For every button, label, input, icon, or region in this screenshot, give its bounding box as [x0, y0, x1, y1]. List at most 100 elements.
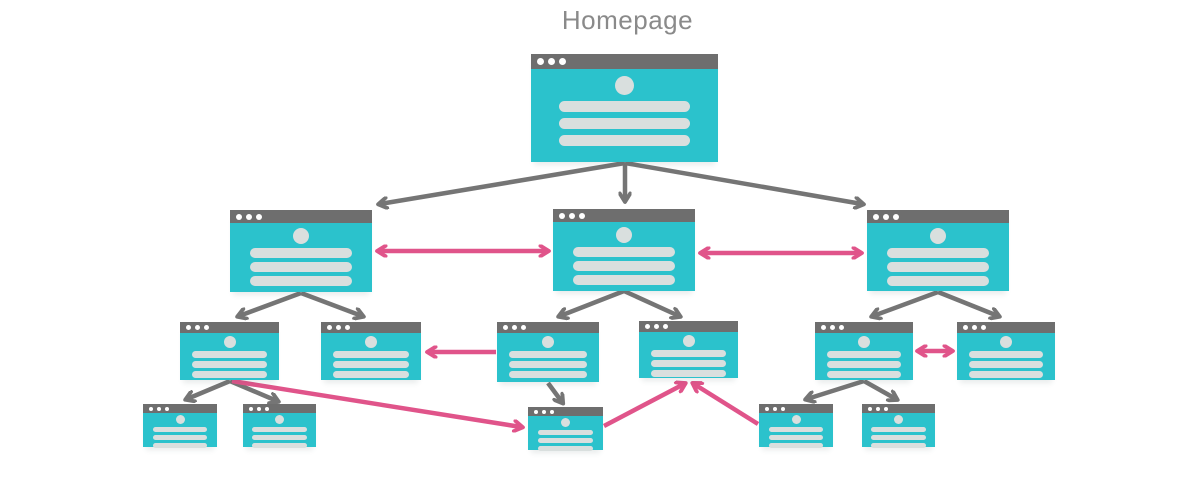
edge-page-a1-to-sub-a1-1 — [187, 378, 231, 399]
window-dot-icon — [654, 324, 659, 329]
page-content — [759, 415, 833, 448]
text-placeholder-line — [252, 427, 307, 432]
text-placeholder-line — [650, 360, 727, 367]
text-placeholder-line — [886, 276, 990, 286]
page-node-sub-a1-1 — [143, 404, 217, 448]
text-placeholder-line — [333, 351, 409, 358]
page-node-page-a2 — [321, 322, 421, 380]
avatar-circle-icon — [616, 227, 632, 243]
page-content — [862, 415, 935, 448]
window-dot-icon — [830, 325, 835, 330]
edge-page-c1-to-sub-c1-2 — [862, 379, 896, 399]
edge-homepage-to-sec-c — [624, 160, 862, 204]
text-placeholder-line — [509, 371, 587, 378]
text-placeholder-line — [509, 361, 587, 368]
page-node-sec-b — [553, 209, 695, 291]
avatar-circle-icon — [175, 415, 185, 424]
text-placeholder-line — [871, 435, 926, 440]
edge-sec-a-to-page-a2 — [300, 290, 362, 316]
avatar-circle-icon — [930, 228, 946, 244]
window-dot-icon — [876, 406, 880, 411]
page-node-page-b2 — [639, 321, 738, 378]
page-node-page-c2 — [957, 322, 1055, 380]
browser-titlebar — [497, 322, 599, 333]
text-placeholder-line — [249, 262, 353, 272]
text-placeholder-line — [537, 446, 594, 451]
window-dot-icon — [336, 325, 341, 330]
window-dot-icon — [256, 213, 262, 220]
avatar-circle-icon — [293, 228, 309, 244]
avatar-circle-icon — [858, 336, 870, 348]
text-placeholder-line — [152, 435, 208, 440]
edge-page-a1-to-sub-a1-2 — [229, 378, 277, 401]
text-placeholder-line — [886, 248, 990, 258]
page-node-page-b1 — [497, 322, 599, 382]
avatar-circle-icon — [275, 415, 284, 424]
browser-titlebar — [867, 210, 1009, 223]
text-placeholder-line — [871, 443, 926, 448]
page-node-sub-c1-1 — [759, 404, 833, 448]
window-dot-icon — [249, 406, 253, 411]
page-content — [528, 418, 603, 451]
window-dot-icon — [645, 324, 650, 329]
page-node-page-c1 — [815, 322, 913, 380]
text-placeholder-line — [537, 430, 594, 435]
browser-titlebar — [957, 322, 1055, 333]
text-placeholder-line — [871, 427, 926, 432]
window-dot-icon — [981, 325, 986, 330]
edge-sec-b-to-page-b1 — [560, 288, 625, 316]
text-placeholder-line — [191, 371, 268, 378]
text-placeholder-line — [650, 370, 727, 377]
text-placeholder-line — [768, 435, 824, 440]
text-placeholder-line — [191, 361, 268, 368]
window-dot-icon — [257, 406, 261, 411]
window-dot-icon — [195, 325, 200, 330]
window-dot-icon — [884, 406, 888, 411]
browser-titlebar — [531, 54, 718, 69]
browser-titlebar — [553, 209, 695, 222]
text-placeholder-line — [886, 262, 990, 272]
text-placeholder-line — [572, 275, 676, 285]
avatar-circle-icon — [561, 418, 570, 427]
browser-titlebar — [243, 404, 316, 413]
text-placeholder-line — [152, 443, 208, 448]
browser-titlebar — [321, 322, 421, 333]
page-content — [531, 76, 718, 146]
text-placeholder-line — [252, 435, 307, 440]
page-node-sub-c1-2 — [862, 404, 935, 448]
edge-page-b1-to-sub-b1-1 — [546, 381, 562, 402]
window-dot-icon — [236, 213, 242, 220]
text-placeholder-line — [191, 351, 268, 358]
browser-titlebar — [862, 404, 935, 413]
page-content — [230, 228, 372, 286]
text-placeholder-line — [650, 350, 727, 357]
window-dot-icon — [821, 325, 826, 330]
window-dot-icon — [569, 212, 575, 219]
window-dot-icon — [873, 213, 879, 220]
text-placeholder-line — [559, 135, 690, 146]
window-dot-icon — [186, 325, 191, 330]
edge-page-c1-to-sub-c1-1 — [807, 378, 865, 399]
text-placeholder-line — [826, 371, 902, 378]
page-node-page-a1 — [180, 322, 279, 380]
text-placeholder-line — [333, 361, 409, 368]
page-node-sub-a1-2 — [243, 404, 316, 448]
window-dot-icon — [868, 406, 872, 411]
edge-sub-c1-1-to-page-b2 — [694, 384, 760, 426]
edge-sec-b-to-page-b2 — [623, 288, 679, 316]
edge-sec-c-to-page-c2 — [937, 289, 998, 316]
window-dot-icon — [559, 212, 565, 219]
avatar-circle-icon — [365, 336, 377, 348]
avatar-circle-icon — [542, 336, 554, 348]
page-content — [815, 336, 913, 378]
page-content — [497, 336, 599, 378]
text-placeholder-line — [537, 438, 594, 443]
browser-titlebar — [759, 404, 833, 413]
window-dot-icon — [963, 325, 968, 330]
window-dot-icon — [157, 406, 161, 411]
avatar-circle-icon — [791, 415, 801, 424]
avatar-circle-icon — [682, 335, 695, 347]
page-title: Homepage — [561, 5, 694, 35]
window-dot-icon — [521, 325, 526, 330]
